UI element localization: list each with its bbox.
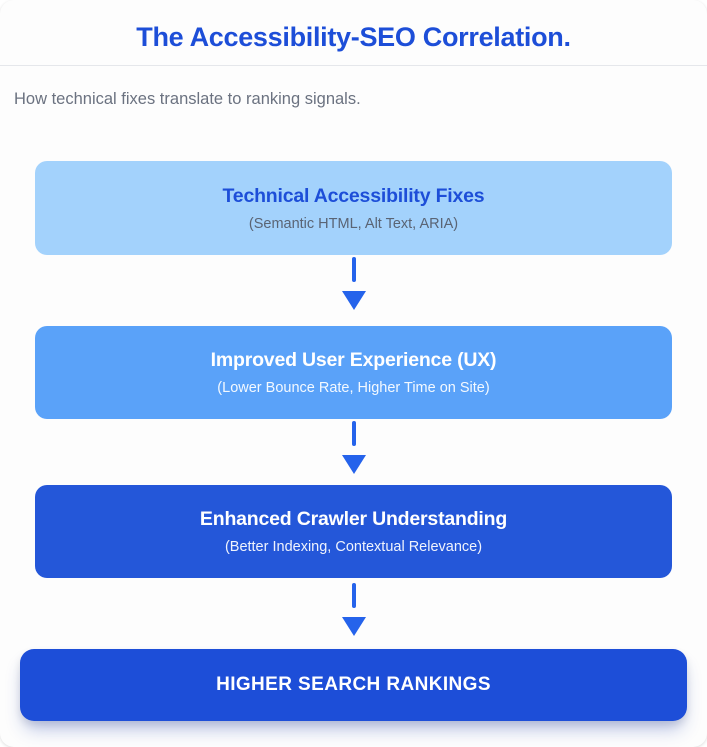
flow-step-technical-accessibility-fixes: Technical Accessibility Fixes (Semantic …: [35, 161, 672, 255]
page-subtitle: How technical fixes translate to ranking…: [14, 90, 361, 108]
flow-step-enhanced-crawler-understanding: Enhanced Crawler Understanding (Better I…: [35, 485, 672, 578]
arrow-head-icon: [341, 291, 366, 310]
down-arrow: [0, 583, 707, 636]
step-subtitle: (Lower Bounce Rate, Higher Time on Site): [217, 380, 490, 396]
arrow-line: [351, 421, 356, 446]
header-divider: [0, 65, 707, 66]
arrow-line: [351, 583, 356, 608]
step-subtitle: (Semantic HTML, Alt Text, ARIA): [248, 215, 459, 232]
down-arrow: [0, 257, 707, 310]
step-title: Improved User Experience (UX): [210, 349, 497, 371]
down-arrow: [0, 421, 707, 474]
flow-step-improved-user-experience: Improved User Experience (UX) (Lower Bou…: [35, 326, 672, 419]
step-title: Enhanced Crawler Understanding: [199, 508, 508, 530]
result-title: HIGHER SEARCH RANKINGS: [216, 674, 491, 695]
arrow-line: [351, 257, 356, 282]
arrow-head-icon: [341, 455, 366, 474]
page-title: The Accessibility-SEO Correlation.: [136, 22, 571, 52]
step-title: Technical Accessibility Fixes: [222, 184, 485, 207]
flow-result-higher-search-rankings: HIGHER SEARCH RANKINGS: [20, 649, 687, 721]
step-subtitle: (Better Indexing, Contextual Relevance): [224, 539, 483, 555]
arrow-head-icon: [341, 617, 366, 636]
